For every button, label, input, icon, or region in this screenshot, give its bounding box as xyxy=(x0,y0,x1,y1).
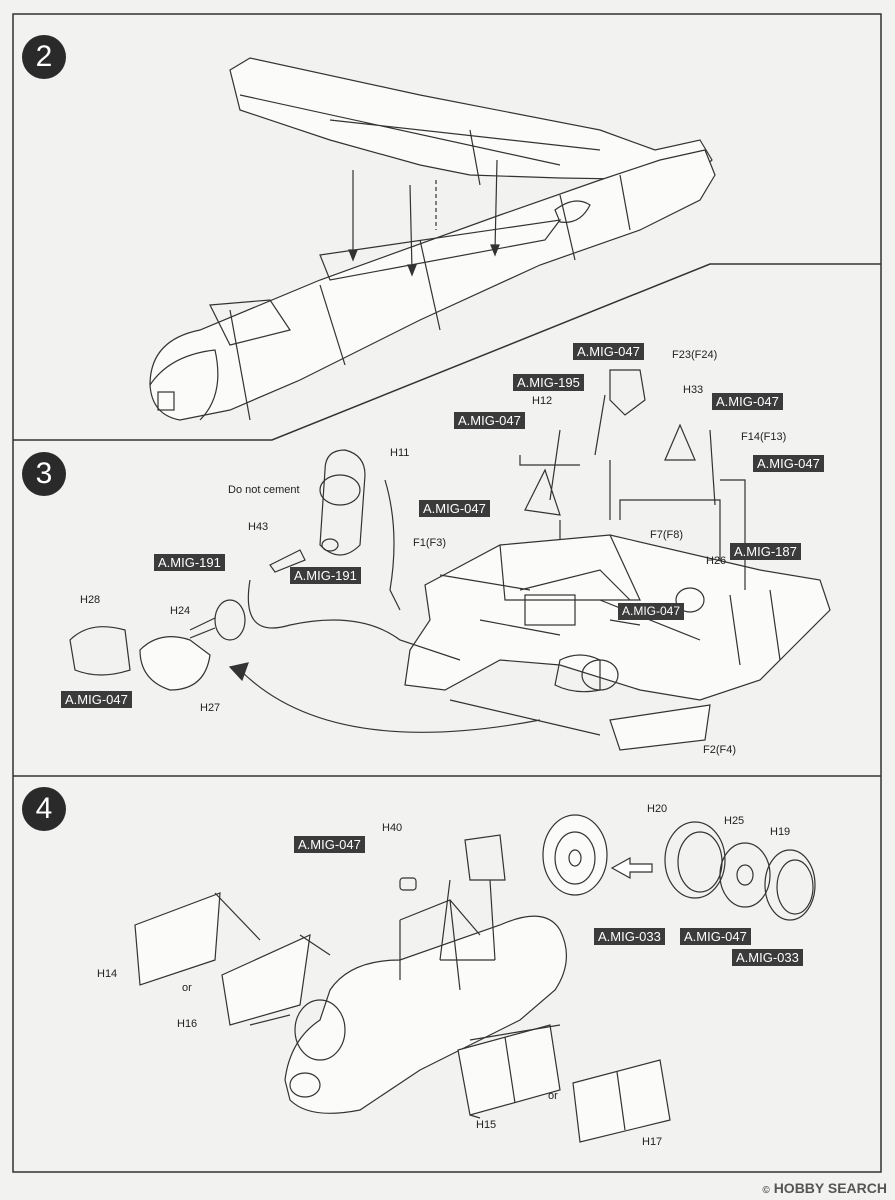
part-label: H24 xyxy=(170,605,191,617)
part-label: F2(F4) xyxy=(703,744,736,756)
paint-tag: A.MIG-195 xyxy=(513,374,584,391)
paint-tag: A.MIG-047 xyxy=(61,691,132,708)
paint-tag: A.MIG-047 xyxy=(573,343,644,360)
step4-nose-drawing xyxy=(134,814,816,1143)
part-label: H14 xyxy=(97,968,118,980)
part-label: H15 xyxy=(476,1119,497,1131)
step3-cockpit-drawing xyxy=(69,369,831,751)
step-number-3: 3 xyxy=(22,452,66,496)
part-label: F14(F13) xyxy=(741,431,787,443)
part-label: H33 xyxy=(683,384,704,396)
paint-tag: A.MIG-033 xyxy=(594,928,665,945)
sheet-frame xyxy=(12,13,882,1173)
copyright-symbol: © xyxy=(762,1185,770,1196)
paint-tag: A.MIG-187 xyxy=(730,543,801,560)
part-label: H43 xyxy=(248,521,269,533)
or-label: or xyxy=(548,1090,558,1102)
step-number-2: 2 xyxy=(22,35,66,79)
part-label: H17 xyxy=(642,1136,663,1148)
part-label: H16 xyxy=(177,1018,198,1030)
note-do-not-cement: Do not cement xyxy=(228,484,300,496)
paint-tag: A.MIG-047 xyxy=(680,928,751,945)
paint-tag: A.MIG-047 xyxy=(712,393,783,410)
or-label: or xyxy=(182,982,192,994)
paint-tag: A.MIG-047 xyxy=(419,500,490,517)
paint-tag: A.MIG-047 xyxy=(454,412,525,429)
paint-tag: A.MIG-191 xyxy=(290,567,361,584)
paint-tag: A.MIG-191 xyxy=(154,554,225,571)
part-label: H26 xyxy=(706,555,727,567)
part-label: F7(F8) xyxy=(650,529,683,541)
part-label: H25 xyxy=(724,815,745,827)
paint-tag: A.MIG-033 xyxy=(732,949,803,966)
part-label: F23(F24) xyxy=(672,349,718,361)
paint-tag: A.MIG-047 xyxy=(618,603,685,620)
part-label: H20 xyxy=(647,803,668,815)
divider-step2-step3 xyxy=(13,263,881,441)
part-label: H28 xyxy=(80,594,101,606)
part-label: H19 xyxy=(770,826,791,838)
part-label: H27 xyxy=(200,702,221,714)
part-label: H11 xyxy=(390,447,410,459)
step2-fuselage-drawing xyxy=(149,57,716,421)
hobby-search-watermark: © HOBBY SEARCH xyxy=(762,1180,887,1196)
part-label: H12 xyxy=(532,395,553,407)
part-label: F1(F3) xyxy=(413,537,446,549)
watermark-brand: HOBBY SEARCH xyxy=(773,1180,887,1196)
step-number-4: 4 xyxy=(22,787,66,831)
part-label: H40 xyxy=(382,822,403,834)
paint-tag: A.MIG-047 xyxy=(753,455,824,472)
paint-tag: A.MIG-047 xyxy=(294,836,365,853)
